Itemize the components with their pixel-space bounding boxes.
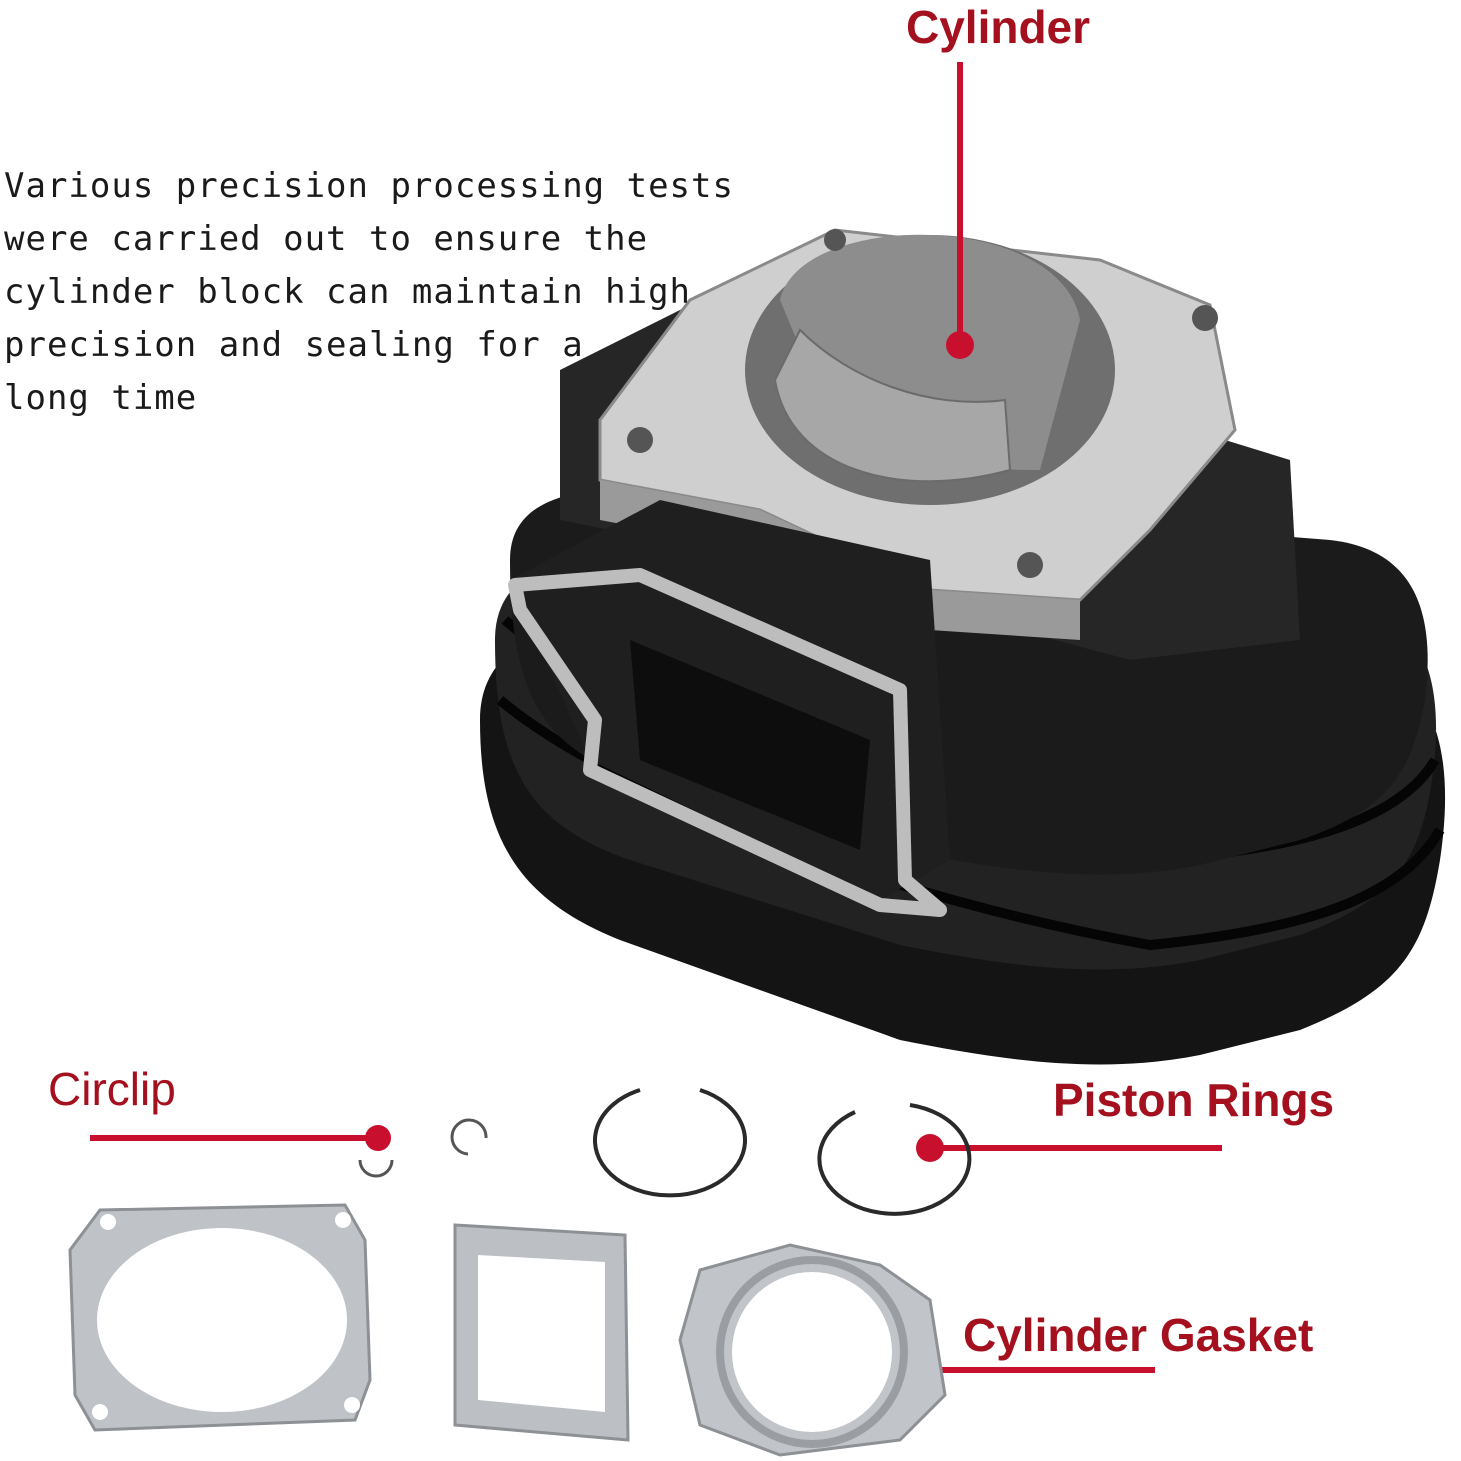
head-gasket-bore <box>732 1272 892 1432</box>
label-cylinder-gasket: Cylinder Gasket <box>963 1309 1314 1361</box>
description-line: were carried out to ensure the <box>4 219 649 259</box>
description-line: Various precision processing tests <box>4 166 734 206</box>
bolt-hole <box>824 229 846 251</box>
description-line: long time <box>4 378 198 418</box>
gasket-hole <box>92 1404 108 1420</box>
callout-dot-cylinder <box>946 331 974 359</box>
product-description: Various precision processing tests were … <box>4 160 734 425</box>
piston-ring <box>593 1088 747 1198</box>
circlips <box>358 1118 488 1178</box>
fin-groove <box>496 696 1445 951</box>
gasket-hole <box>335 1212 351 1228</box>
piston-ring <box>817 1103 972 1216</box>
bolt-hole <box>1192 305 1218 331</box>
description-line: precision and sealing for a <box>4 325 584 365</box>
description-line: cylinder block can maintain high <box>4 272 692 312</box>
piston-rings <box>593 1088 972 1216</box>
label-cylinder: Cylinder <box>906 1 1091 53</box>
intake-gasket-flange <box>508 568 947 917</box>
callout-dot-circlip <box>365 1125 391 1151</box>
label-piston-rings: Piston Rings <box>1053 1074 1335 1126</box>
circlip <box>358 1159 394 1178</box>
gasket-hole <box>100 1214 116 1230</box>
callout-dot-rings <box>916 1134 944 1162</box>
intake-opening <box>630 640 870 850</box>
cylinder-block <box>480 228 1446 1065</box>
gasket-hole <box>344 1397 360 1413</box>
gaskets <box>68 1203 947 1457</box>
intake-gasket-opening <box>478 1255 605 1412</box>
transfer-port <box>773 328 1012 483</box>
label-circlip: Circlip <box>48 1063 176 1115</box>
bolt-hole <box>1017 552 1043 578</box>
bolt-hole <box>627 427 653 453</box>
base-gasket-bore <box>97 1228 347 1412</box>
head-gasket-ring <box>716 1256 908 1448</box>
circlip <box>450 1118 488 1156</box>
